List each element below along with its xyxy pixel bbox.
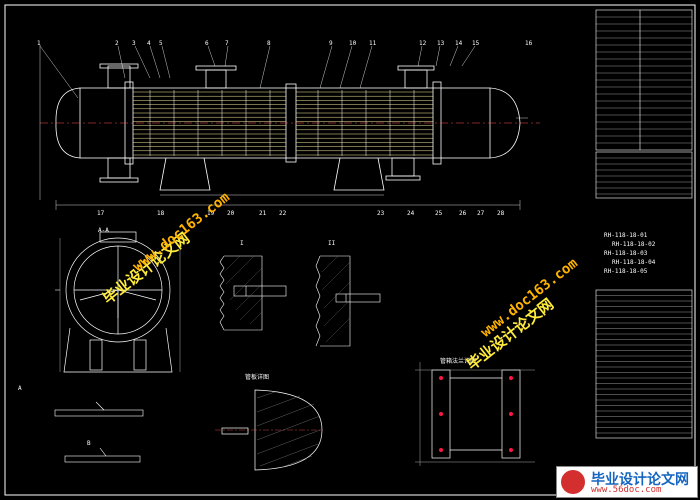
site-badge-url: www.56doc.com [591, 485, 662, 495]
leader-lines [39, 45, 528, 119]
part-balloon: 23 [377, 210, 385, 217]
part-balloon: 19 [207, 210, 215, 217]
detail-ii [315, 255, 381, 347]
drawing-frame [4, 4, 696, 496]
exchanger-elevation [39, 45, 540, 210]
part-balloon: 11 [369, 40, 377, 47]
weld-detail-2 [64, 447, 141, 463]
part-balloon: 17 [97, 210, 105, 217]
bom-code: RH-118-18-04 [612, 259, 656, 266]
part-balloon: 24 [407, 210, 415, 217]
view-title-plate: 管板详图 [245, 374, 270, 381]
part-balloon: 8 [267, 40, 271, 47]
view-label-b: B [87, 440, 91, 447]
tube-bundle [133, 90, 433, 156]
part-balloon: 18 [157, 210, 165, 217]
part-balloon: 6 [205, 40, 209, 47]
part-balloon: 27 [477, 210, 485, 217]
part-balloon: 25 [435, 210, 443, 217]
part-balloon: 26 [459, 210, 467, 217]
part-balloon: 20 [227, 210, 235, 217]
detail-plate [215, 389, 323, 471]
view-label-a: A [18, 385, 22, 392]
detail-ii-hatch [321, 255, 351, 343]
part-balloon: 5 [159, 40, 163, 47]
bom-code: RH-118-18-03 [604, 250, 648, 257]
flange-bolts [439, 376, 513, 452]
part-balloon: 15 [472, 40, 480, 47]
bom-code: RH-118-18-02 [612, 241, 656, 248]
part-balloon: 1 [37, 40, 41, 47]
part-balloon: 2 [115, 40, 119, 47]
view-title-flange: 管箱法兰详图 [440, 358, 477, 365]
part-balloon: 4 [147, 40, 151, 47]
part-balloon: 16 [525, 40, 533, 47]
site-badge: 毕业设计论文网 www.56doc.com [556, 466, 698, 498]
detail-plate-hatch [256, 391, 321, 469]
detail-i [219, 255, 287, 331]
section-a-a [55, 231, 181, 373]
weld-detail-1 [54, 401, 144, 417]
view-title-detail-ii: II [328, 240, 336, 247]
part-balloon: 22 [279, 210, 287, 217]
bom-code: RH-118-18-05 [604, 268, 648, 275]
detail-i-hatch [225, 255, 263, 325]
site-badge-title: 毕业设计论文网 [591, 472, 689, 488]
part-balloon: 10 [349, 40, 357, 47]
view-title-detail-i: I [240, 240, 244, 247]
bom-code: RH-118-18-01 [604, 232, 648, 239]
part-balloon: 12 [419, 40, 427, 47]
view-title-a-a: A-A [98, 227, 109, 234]
part-balloon: 21 [259, 210, 267, 217]
part-balloon: 14 [455, 40, 463, 47]
detail-flange [415, 362, 535, 466]
site-logo-icon [561, 470, 585, 494]
part-balloon: 3 [132, 40, 136, 47]
part-balloon: 28 [497, 210, 505, 217]
part-balloon: 7 [225, 40, 229, 47]
part-balloon: 9 [329, 40, 333, 47]
bom-table [596, 16, 692, 434]
part-balloon: 13 [437, 40, 445, 47]
